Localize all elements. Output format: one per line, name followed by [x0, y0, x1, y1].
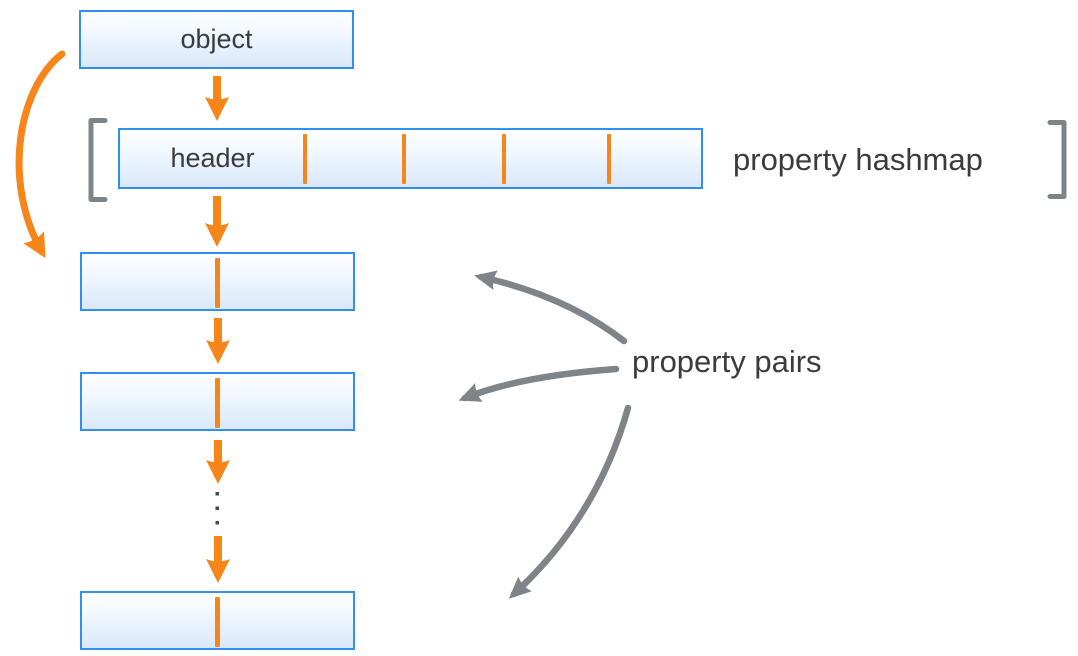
ellipsis-dots [215, 492, 219, 525]
pairs-label-arrow-bottom [508, 404, 632, 599]
pair-divider [215, 378, 220, 428]
pairs-label: property pairs [632, 344, 822, 379]
hashmap-bracket-right [1047, 120, 1067, 199]
hashmap-label: property hashmap [733, 142, 983, 177]
pair-divider [215, 258, 220, 308]
object-box-label: object [180, 24, 253, 54]
property-pair-box-2 [80, 372, 355, 431]
object-to-pair1-curved-arrow [15, 50, 66, 259]
property-pair-box-1 [80, 252, 355, 311]
object-box: object [79, 10, 354, 69]
hashmap-header-box: header [118, 128, 703, 189]
pair-divider [215, 597, 220, 647]
property-pair-box-3 [80, 591, 355, 650]
hashmap-cell-divider [502, 134, 506, 184]
hashmap-bracket-left [88, 118, 108, 202]
header-box-label: header [170, 143, 255, 173]
hashmap-cell-divider [303, 134, 307, 184]
pairs-label-arrow-middle [458, 365, 620, 402]
pairs-label-arrow-top [474, 270, 628, 345]
hashmap-cell-divider [607, 134, 611, 184]
hashmap-cell-divider [402, 134, 406, 184]
